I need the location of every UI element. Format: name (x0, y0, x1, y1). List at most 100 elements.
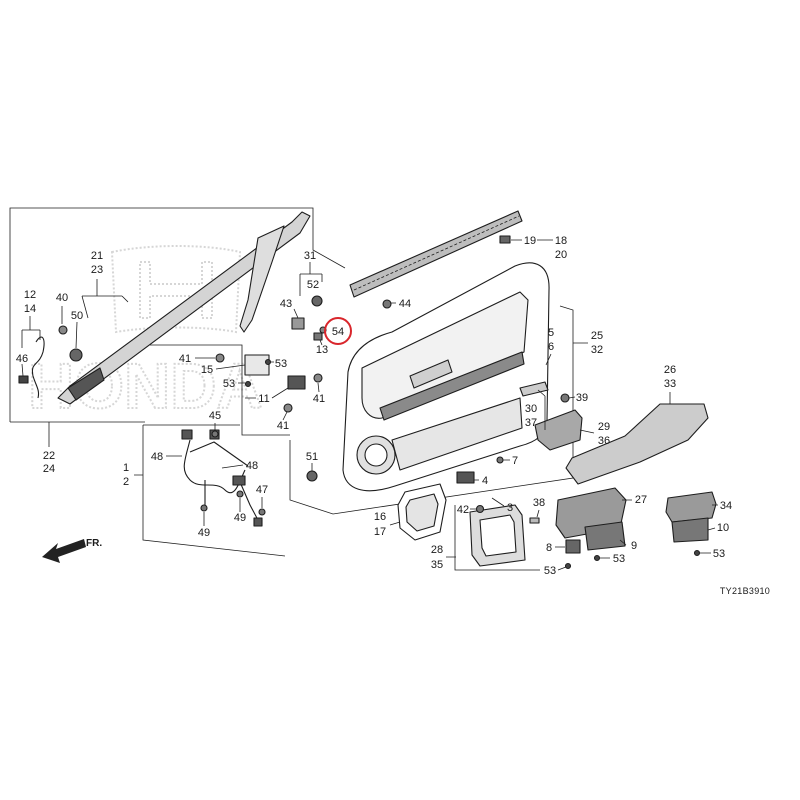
part-callout: 53 (223, 378, 235, 390)
part-callout: 46 (16, 353, 28, 365)
part-callout: 37 (525, 417, 537, 429)
part-callout: 3 (507, 502, 513, 514)
part-callout: 27 (635, 494, 647, 506)
screw-53a (264, 358, 272, 366)
part-callout: 47 (256, 484, 268, 496)
part-callout: 48 (246, 460, 258, 472)
part-callout: 28 (431, 544, 443, 556)
part-callout: 29 (598, 421, 610, 433)
part-callout: 17 (374, 526, 386, 538)
part-callout: 12 (24, 289, 36, 301)
diagram-code: TY21B3910 (720, 586, 770, 596)
screw-53d (564, 562, 572, 570)
leader-lines (21, 239, 718, 571)
clip-13 (313, 332, 323, 341)
part-callout: 49 (234, 512, 246, 524)
part-callout: 34 (720, 500, 732, 512)
screw-53e (693, 549, 701, 557)
part-callout: 50 (71, 310, 83, 322)
switch-8 (565, 539, 581, 554)
clip-45 (211, 430, 219, 438)
part-callout: 31 (304, 250, 316, 262)
clip-39 (560, 393, 570, 403)
clip-49b (200, 504, 208, 512)
part-callout: 51 (306, 451, 318, 463)
part-callout: 49 (198, 527, 210, 539)
part-callout: 25 (591, 330, 603, 342)
speaker-recess-inner (364, 443, 388, 467)
wire-harness (183, 439, 259, 521)
passenger-switch-panel (665, 491, 717, 523)
door-lining-pocket (391, 397, 523, 471)
part-callout: 53 (275, 358, 287, 370)
part-callout-highlighted: 54 (332, 326, 344, 338)
clip-47 (258, 508, 266, 516)
part-callout: 1 (123, 462, 129, 474)
part-callout: 32 (591, 344, 603, 356)
part-callout: 43 (280, 298, 292, 310)
part-callout: 18 (555, 235, 567, 247)
harness-connector-c (232, 475, 246, 486)
highlight-ring (324, 317, 352, 345)
weatherstrip-texture (353, 215, 520, 291)
front-arrow-icon (42, 539, 86, 563)
part-callout: 23 (91, 264, 103, 276)
part-callout: 10 (717, 522, 729, 534)
part-callout: 33 (664, 378, 676, 390)
part-callout: 24 (43, 463, 55, 475)
part-callout: 53 (713, 548, 725, 560)
group-frame-lines (9, 207, 574, 571)
clip-51 (306, 470, 318, 482)
part-callout: 8 (546, 542, 552, 554)
clip-41a (215, 353, 225, 363)
part-callout: 41 (179, 353, 191, 365)
part-callout: 48 (151, 451, 163, 463)
inner-handle-bracket (519, 381, 549, 397)
part-callout: 5 (548, 327, 554, 339)
part-callout: 11 (258, 393, 269, 405)
door-lock-switch (584, 521, 626, 551)
part-callout: 42 (457, 504, 469, 516)
part-callout: 19 (524, 235, 536, 247)
bracket-15 (244, 354, 270, 376)
clip-19 (499, 235, 511, 244)
bracket-43 (291, 317, 305, 330)
front-arrow-label: FR. (86, 538, 102, 549)
door-lining-handle-recess (409, 359, 453, 389)
door-lining-upper-panel (361, 291, 529, 419)
harness-connector-a (181, 429, 193, 440)
clip-40 (58, 325, 68, 335)
door-weatherstrip (349, 210, 523, 298)
part-callout: 36 (598, 435, 610, 447)
screw-7 (496, 456, 504, 464)
part-callout: 6 (548, 341, 554, 353)
part-callout: 4 (482, 475, 488, 487)
part-callout: 20 (555, 249, 567, 261)
screw-53b (244, 380, 252, 388)
watermark-text: HONDA (28, 350, 263, 422)
part-callout: 7 (512, 455, 518, 467)
harness-connector-d (253, 517, 263, 527)
cable-connector (18, 375, 29, 384)
garnish-end-cap (67, 367, 105, 401)
part-callout: 53 (613, 553, 625, 565)
part-callout: 38 (533, 497, 545, 509)
clip-44 (382, 299, 392, 309)
part-callout: 35 (431, 559, 443, 571)
armrest (565, 403, 709, 485)
callout-labels: 21 23 12 14 40 50 46 22 24 31 52 43 54 1… (16, 235, 732, 577)
part-callout: 30 (525, 403, 537, 415)
part-callout: 53 (544, 565, 556, 577)
part-callout: 15 (201, 364, 213, 376)
part-callout: 41 (277, 420, 289, 432)
screw-53c (593, 554, 601, 562)
clip-50 (69, 348, 83, 362)
part-callout: 14 (24, 303, 36, 315)
window-sash-garnish (57, 211, 311, 405)
watermark-h-logo (110, 245, 242, 334)
garnish-inner-trim (239, 225, 285, 333)
part-callout: 16 (374, 511, 386, 523)
part-callout: 44 (399, 298, 411, 310)
door-lining-trim-strip (379, 351, 525, 421)
